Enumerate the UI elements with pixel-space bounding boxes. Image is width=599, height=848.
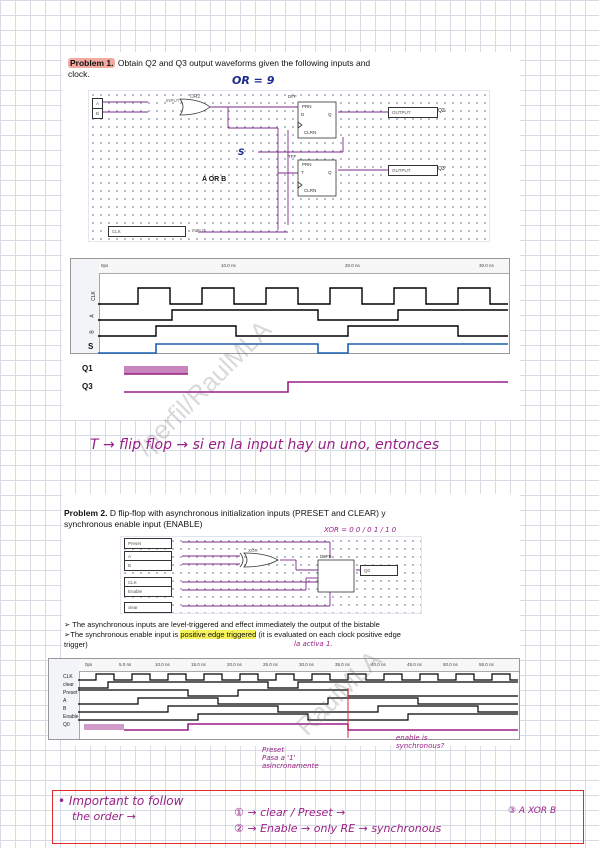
annotation-aorb: A OR B (202, 176, 227, 183)
problem2-wave-traces (78, 673, 518, 738)
tff-prn: PRN (302, 162, 312, 167)
problem1-text2: clock. (68, 69, 90, 79)
annotation-or: OR = 9 (232, 74, 275, 87)
p2-sig-enable: Enable (63, 714, 79, 720)
p2-sig-a: A (63, 698, 67, 704)
p1-sig-a: A (89, 314, 96, 318)
p2-tick-7: 35.0 ns (335, 662, 350, 667)
input-tag-a: INPUT (166, 98, 180, 103)
tff-q: Q (328, 170, 332, 175)
p1-tick-1: 10.0 ns (221, 263, 236, 268)
p2-tick-10: 50.0 ns (443, 662, 458, 667)
problem2-text2: synchronous enable input (ENABLE) (64, 519, 203, 529)
annotation-s: S (238, 148, 245, 158)
output-q2-label: Q2 (438, 108, 445, 114)
p2-input-b: B (124, 560, 172, 571)
dff-name: DFF (288, 94, 297, 99)
p2-sig-clear: clear (63, 682, 74, 688)
p2-sig-clk: CLK (63, 674, 73, 680)
dff-d: D (301, 112, 305, 117)
note2-line2: the order → (72, 810, 136, 823)
problem1-text: Obtain Q2 and Q3 output waveforms given … (117, 58, 371, 68)
annotation-xor: XOR = 0 0 / 0 1 / 1 0 (324, 526, 397, 534)
problem2-title: Problem 2. D flip-flop with asynchronous… (64, 508, 516, 530)
p1-extra-q3: Q3 (82, 382, 93, 391)
p2-bullet2-tail: trigger) (64, 640, 88, 649)
problem1-waveform: 0ps 10.0 ns 20.0 ns 30.0 ns CLK A B (70, 258, 510, 354)
p2-tick-9: 45.0 ns (407, 662, 422, 667)
p2-output: Q0 (360, 565, 398, 576)
problem2-label: Problem 2. (64, 508, 108, 518)
dff-prn: PRN (302, 104, 312, 109)
p2-tick-1: 5.0 ns (119, 662, 132, 667)
output-q2-pin: OUTPUT (388, 107, 438, 118)
p1-tick-3: 30.0 ns (479, 263, 494, 268)
p2-tick-2: 10.0 ns (155, 662, 170, 667)
note2-step1: ① → clear / Preset → (234, 806, 346, 819)
or-gate-label: OR2 (190, 94, 201, 100)
annot-preset: Preset Pasa a '1' asíncronamente (262, 746, 319, 770)
tff-t: T (301, 170, 304, 175)
p1-tick-0: 0ps (101, 263, 109, 268)
input-clk-pin: CLK (108, 226, 186, 237)
p2-tick-0: 0ps (85, 662, 93, 667)
note2-line1: • Important to follow (58, 794, 184, 808)
problem2-panel: Problem 2. D flip-flop with asynchronous… (48, 494, 520, 746)
tff-name: TFF (288, 154, 297, 159)
problem1-wave-traces (98, 287, 508, 393)
p2-tick-5: 25.0 ns (263, 662, 278, 667)
annotation-active: la activa 1. (294, 640, 333, 648)
problem1-panel: Problem 1. Obtain Q2 and Q3 output wavef… (62, 52, 520, 420)
p1-extra-q1: Q1 (82, 364, 93, 373)
dff-q: Q (328, 112, 332, 117)
p2-input-preset: Preset (124, 538, 172, 549)
dff-clrn: CLRN (304, 130, 317, 135)
p2-ff-name: DFFE (320, 554, 332, 559)
p2-sig-q0: Q0 (63, 722, 70, 728)
input-b-pin: B (92, 108, 104, 119)
order-note-box (52, 790, 584, 844)
p1-extra-s: S (88, 342, 94, 351)
p2-input-enable: Enable (124, 586, 172, 597)
problem1-label: Problem 1. (68, 58, 116, 68)
tff-clrn: CLRN (304, 188, 317, 193)
p2-bullet2: ➢The synchronous enable input is positiv… (64, 630, 401, 639)
problem2-waveform: 0ps 5.0 ns 10.0 ns 15.0 ns 20.0 ns 25.0 … (48, 658, 520, 740)
p2-tick-8: 40.0 ns (371, 662, 386, 667)
input-tag-clk: INPUT (192, 228, 206, 233)
p2-tick-11: 55.0 ns (479, 662, 494, 667)
note2-step3: ③ A XOR B (508, 806, 557, 816)
p2-sig-preset: Preset (63, 690, 78, 696)
p2-gate-label: XOR (248, 548, 258, 553)
p2-bullet1: ➢ The asynchronous inputs are level-trig… (64, 620, 380, 629)
p2-sig-b: B (63, 706, 67, 712)
output-q3-label: Q3 (438, 166, 445, 172)
p2-input-clear: clear (124, 602, 172, 613)
note1: T → flip flop → si en la input hay un un… (90, 437, 440, 453)
p1-sig-b: B (89, 330, 96, 334)
p2-bullet2-highlight: positive edge triggered (180, 630, 257, 639)
p2-tick-3: 15.0 ns (191, 662, 206, 667)
output-q3-pin: OUTPUT (388, 165, 438, 176)
note2-step2: ② → Enable → only RE → synchronous (234, 822, 442, 835)
problem2-text: D flip-flop with asynchronous initializa… (109, 508, 386, 518)
problem1-title: Problem 1. Obtain Q2 and Q3 output wavef… (68, 58, 498, 80)
annot-enable: enable is synchronous? (396, 734, 445, 750)
problem2-wires (182, 541, 390, 607)
p2-tick-4: 20.0 ns (227, 662, 242, 667)
problem1-wires (98, 98, 388, 233)
p2-tick-6: 30.0 ns (299, 662, 314, 667)
p1-tick-2: 20.0 ns (345, 263, 360, 268)
p1-sig-clk: CLK (90, 291, 97, 301)
